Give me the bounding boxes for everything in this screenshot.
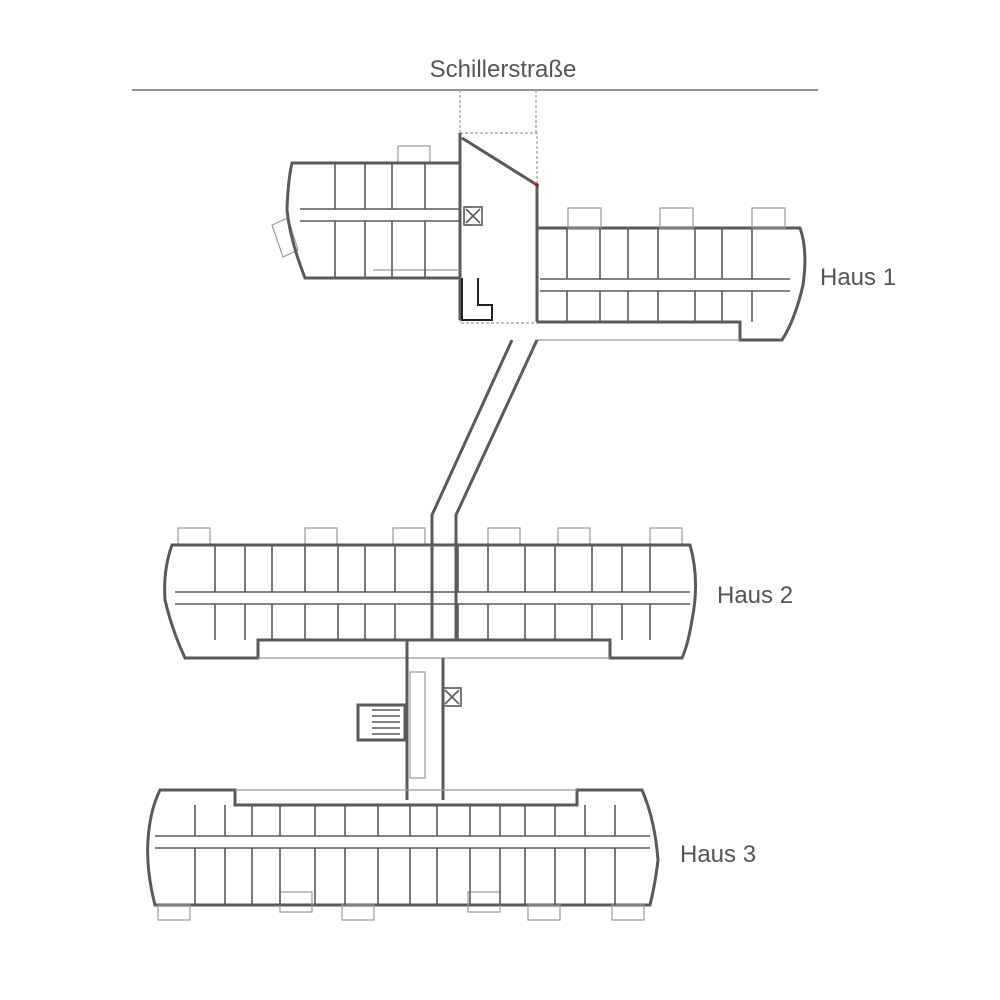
street-label: Schillerstraße xyxy=(430,56,577,83)
haus-1-label: Haus 1 xyxy=(820,264,896,291)
connecting-bridge xyxy=(430,339,539,640)
haus-2-plan xyxy=(163,527,698,800)
haus-1-plan xyxy=(271,132,807,342)
haus-3-plan xyxy=(146,788,660,921)
haus-2-label: Haus 2 xyxy=(717,582,793,609)
haus-3-label: Haus 3 xyxy=(680,841,756,868)
